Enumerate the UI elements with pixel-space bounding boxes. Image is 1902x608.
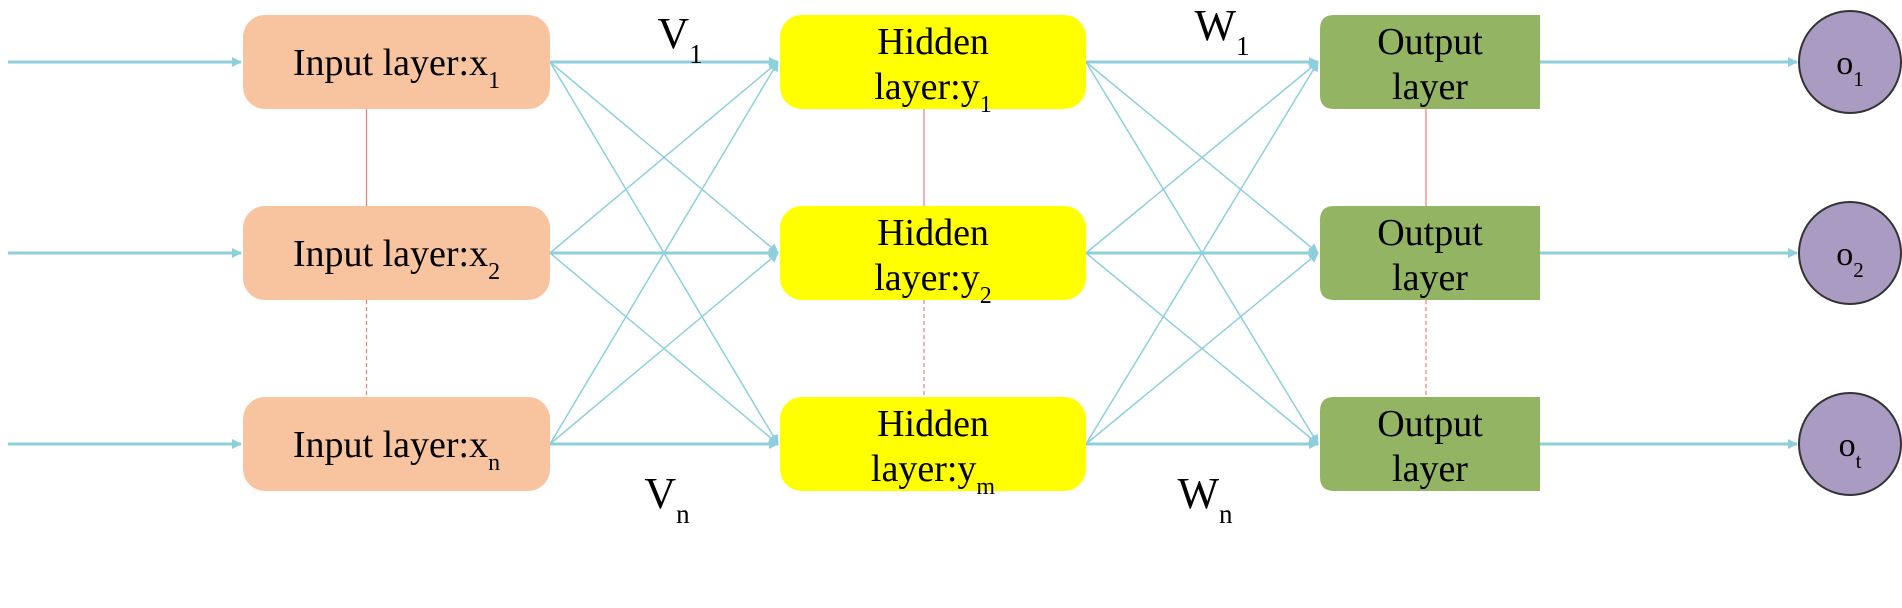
output-node-box — [1320, 206, 1540, 300]
hidden-node-label-part: 2 — [980, 283, 992, 309]
weight-vn-label: Vn — [644, 469, 690, 529]
weight-v1-label-part: 1 — [689, 39, 703, 69]
result-node-circle — [1798, 201, 1902, 305]
weight-v1-label: V1 — [657, 9, 702, 69]
hidden-node-title: Hidden — [877, 403, 989, 445]
input-node-3: Input layer:xn — [243, 397, 550, 491]
input-node-label-part: n — [488, 450, 500, 476]
connections — [8, 57, 1798, 449]
hidden-node-label-part: layer:y — [874, 66, 980, 108]
result-node-label-part: 1 — [1853, 67, 1864, 91]
input-node-label-part: 1 — [488, 68, 500, 94]
hidden-node-label-part: layer:y — [871, 448, 977, 490]
link-hid2-out1 — [1085, 61, 1319, 254]
output-node-box — [1320, 15, 1540, 109]
hidden-node-title: Hidden — [877, 212, 989, 254]
link-in3-hid2 — [549, 252, 779, 445]
input-node-2: Input layer:x2 — [243, 206, 550, 300]
weight-w1-label-part: W — [1194, 1, 1236, 50]
input-node-box — [243, 397, 550, 491]
result-node-label: ot — [1839, 427, 1862, 473]
result-node-label: o2 — [1836, 236, 1864, 282]
link-hid3-out1 — [1085, 61, 1319, 445]
input-node-box — [243, 15, 550, 109]
output-node-title: Output — [1377, 21, 1483, 63]
link-hid3-out2 — [1085, 252, 1319, 445]
input-node-1: Input layer:x1 — [243, 15, 550, 109]
output-node-subtitle-part: layer — [1392, 257, 1468, 299]
result-node-1: o1 — [1798, 10, 1902, 114]
input-node-box — [243, 206, 550, 300]
link-in3-hid1 — [549, 61, 779, 445]
input-node-label: Input layer:xn — [293, 424, 500, 476]
weight-v1-label-part: V — [657, 9, 689, 58]
input-node-label-part: 2 — [488, 259, 500, 285]
output-node-title: Output — [1377, 212, 1483, 254]
weight-w1-label: W1 — [1194, 1, 1249, 61]
result-node-label-part: o — [1839, 427, 1856, 464]
output-node-title-part: Output — [1377, 403, 1483, 445]
result-node-3: ot — [1798, 392, 1902, 496]
hidden-node-label: layer:ym — [871, 448, 996, 500]
result-node-label: o1 — [1836, 45, 1864, 91]
hidden-node-box — [780, 206, 1086, 300]
output-node-title-part: Output — [1377, 212, 1483, 254]
result-node-label-part: o — [1836, 45, 1853, 82]
output-node-box — [1320, 397, 1540, 491]
hidden-node-title: Hidden — [877, 21, 989, 63]
input-node-label: Input layer:x1 — [293, 42, 500, 94]
input-node-label-part: Input layer:x — [293, 233, 488, 275]
result-node-circle — [1798, 392, 1902, 496]
result-node-2: o2 — [1798, 201, 1902, 305]
link-in2-hid1 — [549, 61, 779, 254]
result-node-label-part: o — [1836, 236, 1853, 273]
result-node-label-part: t — [1856, 449, 1862, 473]
result-node-circle — [1798, 10, 1902, 114]
hidden-node-label: layer:y2 — [874, 257, 992, 309]
hidden-node-label-part: layer:y — [874, 257, 980, 299]
hidden-node-label-part: 1 — [980, 92, 992, 118]
output-node-title: Output — [1377, 403, 1483, 445]
weight-w1-label-part: 1 — [1236, 31, 1250, 61]
hidden-node-box — [780, 397, 1086, 491]
weight-vn-label-part: V — [644, 469, 676, 518]
output-node-subtitle-part: layer — [1392, 66, 1468, 108]
weight-wn-label-part: n — [1219, 499, 1233, 529]
input-node-label: Input layer:x2 — [293, 233, 500, 285]
output-node-subtitle: layer — [1392, 257, 1468, 299]
input-node-label-part: Input layer:x — [293, 42, 488, 84]
hidden-node-box — [780, 15, 1086, 109]
output-node-subtitle-part: layer — [1392, 448, 1468, 490]
weight-wn-label-part: W — [1177, 469, 1219, 518]
weight-wn-label: Wn — [1177, 469, 1233, 529]
hidden-node-label-part: m — [976, 474, 995, 500]
output-node-title-part: Output — [1377, 21, 1483, 63]
hidden-node-title-part: Hidden — [877, 21, 989, 63]
input-node-label-part: Input layer:x — [293, 424, 488, 466]
output-node-subtitle: layer — [1392, 66, 1468, 108]
weight-vn-label-part: n — [676, 499, 690, 529]
output-node-subtitle: layer — [1392, 448, 1468, 490]
hidden-node-title-part: Hidden — [877, 403, 989, 445]
result-node-label-part: 2 — [1853, 258, 1864, 282]
hidden-node-title-part: Hidden — [877, 212, 989, 254]
hidden-node-label: layer:y1 — [874, 66, 992, 118]
